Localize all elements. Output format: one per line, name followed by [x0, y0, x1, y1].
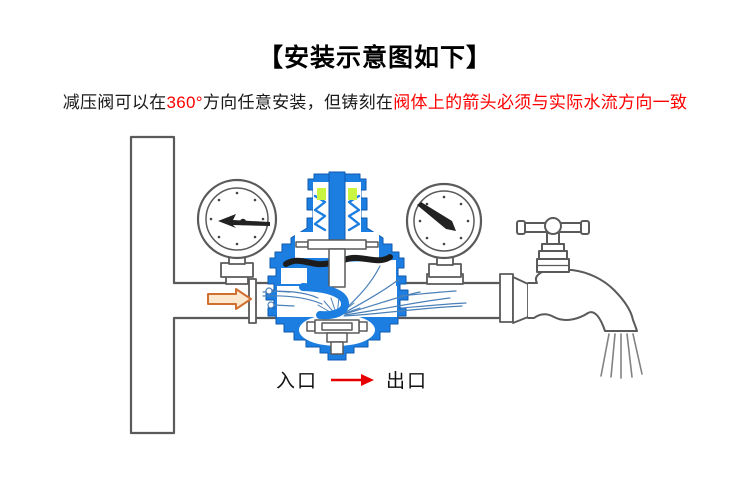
- note-text-black-2: 方向任意安装，但铸刻在: [202, 93, 394, 112]
- gauge-needle: [218, 214, 270, 228]
- faucet-handle: [516, 217, 590, 273]
- pipe-union: [499, 273, 529, 324]
- gauge-needle: [417, 202, 456, 231]
- inlet-union-flange: [248, 278, 257, 324]
- red-right-arrow-icon: [331, 373, 375, 386]
- valve-stem: [328, 171, 346, 245]
- valve-spring: [313, 194, 361, 232]
- water-stream: [600, 333, 643, 379]
- valve-seat-assembly: [306, 319, 368, 355]
- faucet: [516, 217, 643, 379]
- spring-highlight-left: [317, 188, 326, 200]
- supply-pipe-vertical: [129, 135, 176, 435]
- inlet-label: 入口: [276, 371, 319, 392]
- outlet-label: 出口: [386, 371, 429, 392]
- page-title: 【安装示意图如下】: [257, 44, 492, 72]
- installation-note: 减压阀可以在360°方向任意安装，但铸刻在阀体上的箭头必须与实际水流方向一致: [0, 88, 750, 113]
- inlet-outlet-label: 入口 出口: [276, 366, 428, 393]
- note-text-red-2: 阀体上的箭头必须与实际水流方向一致: [393, 93, 688, 112]
- outlet-pressure-gauge: [405, 182, 483, 285]
- gauge-tick-marks: [209, 191, 265, 246]
- spring-seat-plate: [295, 239, 379, 250]
- note-text-red-360: 360°: [166, 93, 203, 112]
- inlet-flow-arrow: [207, 288, 252, 310]
- gauge-tick-marks: [418, 195, 470, 246]
- note-text-black-1: 减压阀可以在: [62, 93, 167, 112]
- pressure-reducing-valve: [262, 171, 467, 361]
- faucet-body: [527, 269, 638, 332]
- inlet-pressure-gauge: [196, 178, 278, 285]
- flow-divider: [299, 283, 349, 320]
- spring-highlight-right: [348, 188, 357, 200]
